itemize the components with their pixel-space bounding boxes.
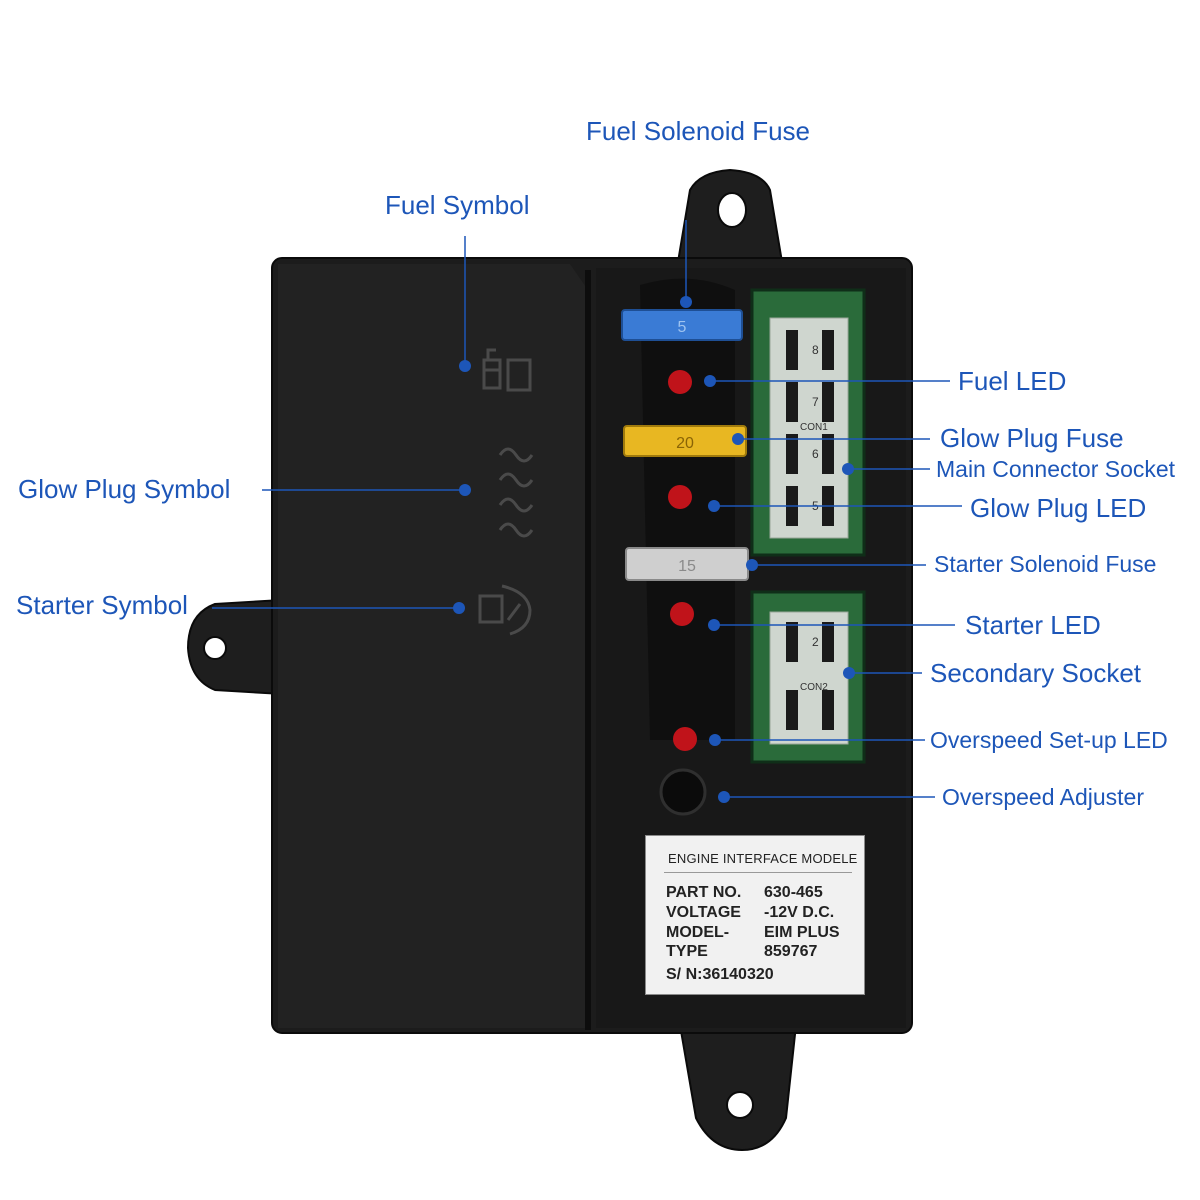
main-connector-label: CON1 [800,422,828,433]
main-pin-label: 6 [812,447,819,461]
overspeed-setup-led [673,727,697,751]
fuel-led [668,370,692,394]
secondary-pin-label: 2 [812,635,819,649]
nameplate-label: ENGINE INTERFACE MODELE PART NO. 630-465… [645,835,865,995]
leader-lines [212,220,962,798]
dot-starter-symbol [453,602,465,614]
leader-dots [453,296,855,803]
label-overspeed-adjuster: Overspeed Adjuster [942,784,1145,810]
label-glow-plug-symbol: Glow Plug Symbol [18,474,231,504]
starter-fuse-rating: 15 [678,558,696,575]
fuse-led-channel [640,278,735,740]
starter-led [670,602,694,626]
glow-plug-symbol-icon [498,447,534,538]
nameplate-header: ENGINE INTERFACE MODELE [668,851,858,866]
label-fuel-solenoid-fuse: Fuel Solenoid Fuse [586,116,811,146]
dot-starter-led [708,619,720,631]
overspeed-adjuster-knob[interactable] [659,768,707,816]
starter-symbol-icon [478,584,532,636]
nameplate-serial: S/ N:36140320 [666,966,774,983]
label-starter-symbol: Starter Symbol [16,590,188,620]
fuel-solenoid-fuse [621,309,743,341]
dot-fuel-led [704,375,716,387]
dot-glow-plug-led [708,500,720,512]
label-starter-solenoid-fuse: Starter Solenoid Fuse [934,551,1157,577]
nameplate-row-value: EIM PLUS [764,924,840,941]
glow-plug-led [668,485,692,509]
mounting-ears [186,168,798,1152]
main-connector-socket [750,288,866,557]
dot-fuel-symbol [459,360,471,372]
label-fuel-led: Fuel LED [958,366,1067,396]
nameplate-row-label: TYPE [666,943,708,960]
main-pin-label: 8 [812,343,819,357]
label-main-connector-socket: Main Connector Socket [936,456,1176,482]
dot-glow-plug-fuse [732,433,744,445]
glow-fuse-rating: 20 [676,435,694,452]
left-mounting-ear [186,598,283,696]
bottom-mount-hole [726,1091,754,1119]
nameplate-row-value: 859767 [764,943,818,960]
top-mount-hole [717,192,747,228]
dot-fuel-solenoid-fuse [680,296,692,308]
dot-starter-solenoid-fuse [746,559,758,571]
bottom-mounting-ear [678,1024,798,1152]
main-pin-label: 7 [812,395,819,409]
nameplate-row-label: MODEL- [666,924,730,941]
label-fuel-symbol: Fuel Symbol [385,190,530,220]
nameplate-row-value: -12V D.C. [764,904,835,921]
fuel-symbol-icon [482,348,532,392]
label-glow-plug-fuse: Glow Plug Fuse [940,423,1124,453]
nameplate-row-label: VOLTAGE [666,904,741,921]
dot-main-connector-socket [842,463,854,475]
dot-secondary-socket [843,667,855,679]
label-overspeed-setup-led: Overspeed Set-up LED [930,727,1168,753]
label-glow-plug-led: Glow Plug LED [970,493,1147,523]
label-secondary-socket: Secondary Socket [930,658,1142,688]
dot-glow-plug-symbol [459,484,471,496]
symbol-panel [278,264,588,1028]
left-mount-hole [203,636,227,660]
nameplate-row-label: PART NO. [666,884,742,901]
glow-plug-fuse [623,425,747,457]
nameplate-divider [664,872,852,873]
dot-overspeed-adjuster [718,791,730,803]
nameplate-row-value: 630-465 [764,884,823,901]
label-starter-led: Starter LED [965,610,1101,640]
fuel-fuse-rating: 5 [678,319,687,336]
dot-overspeed-setup-led [709,734,721,746]
secondary-connector-label: CON2 [800,682,828,693]
